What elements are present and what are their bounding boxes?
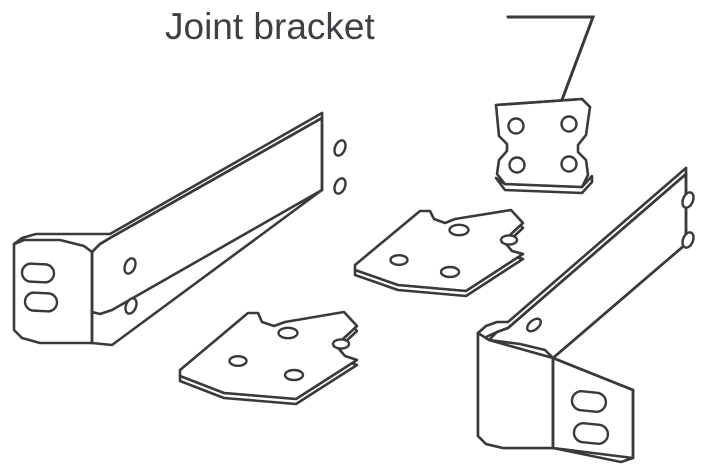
joint-bracket-plate-mid xyxy=(353,208,525,298)
hole-icon xyxy=(507,117,525,135)
hole-icon xyxy=(499,234,519,246)
hole-icon xyxy=(124,297,138,315)
hole-icon xyxy=(331,338,351,350)
hole-icon xyxy=(525,317,543,333)
hole-icon xyxy=(681,231,695,249)
slot-icon xyxy=(572,422,610,445)
hole-icon xyxy=(508,156,526,174)
hole-icon xyxy=(389,253,409,266)
slot-icon xyxy=(20,262,56,284)
hole-icon xyxy=(283,368,305,382)
hole-icon xyxy=(228,355,248,368)
hole-icon xyxy=(448,223,470,237)
hole-icon xyxy=(123,257,137,275)
hole-icon xyxy=(333,139,347,157)
hole-icon xyxy=(560,115,578,133)
page-title: Joint bracket xyxy=(165,6,375,47)
joint-bracket-plate-lower xyxy=(178,310,359,406)
hole-icon xyxy=(439,265,461,279)
slot-icon xyxy=(23,291,59,313)
hole-icon xyxy=(333,177,347,195)
hole-icon xyxy=(277,326,299,340)
angle-bracket-right xyxy=(476,166,695,464)
hole-icon xyxy=(560,155,578,173)
slot-icon xyxy=(570,390,608,413)
hole-icon xyxy=(681,191,695,209)
angle-bracket-left xyxy=(12,111,347,347)
joint-bracket-plate-upright xyxy=(494,97,594,195)
